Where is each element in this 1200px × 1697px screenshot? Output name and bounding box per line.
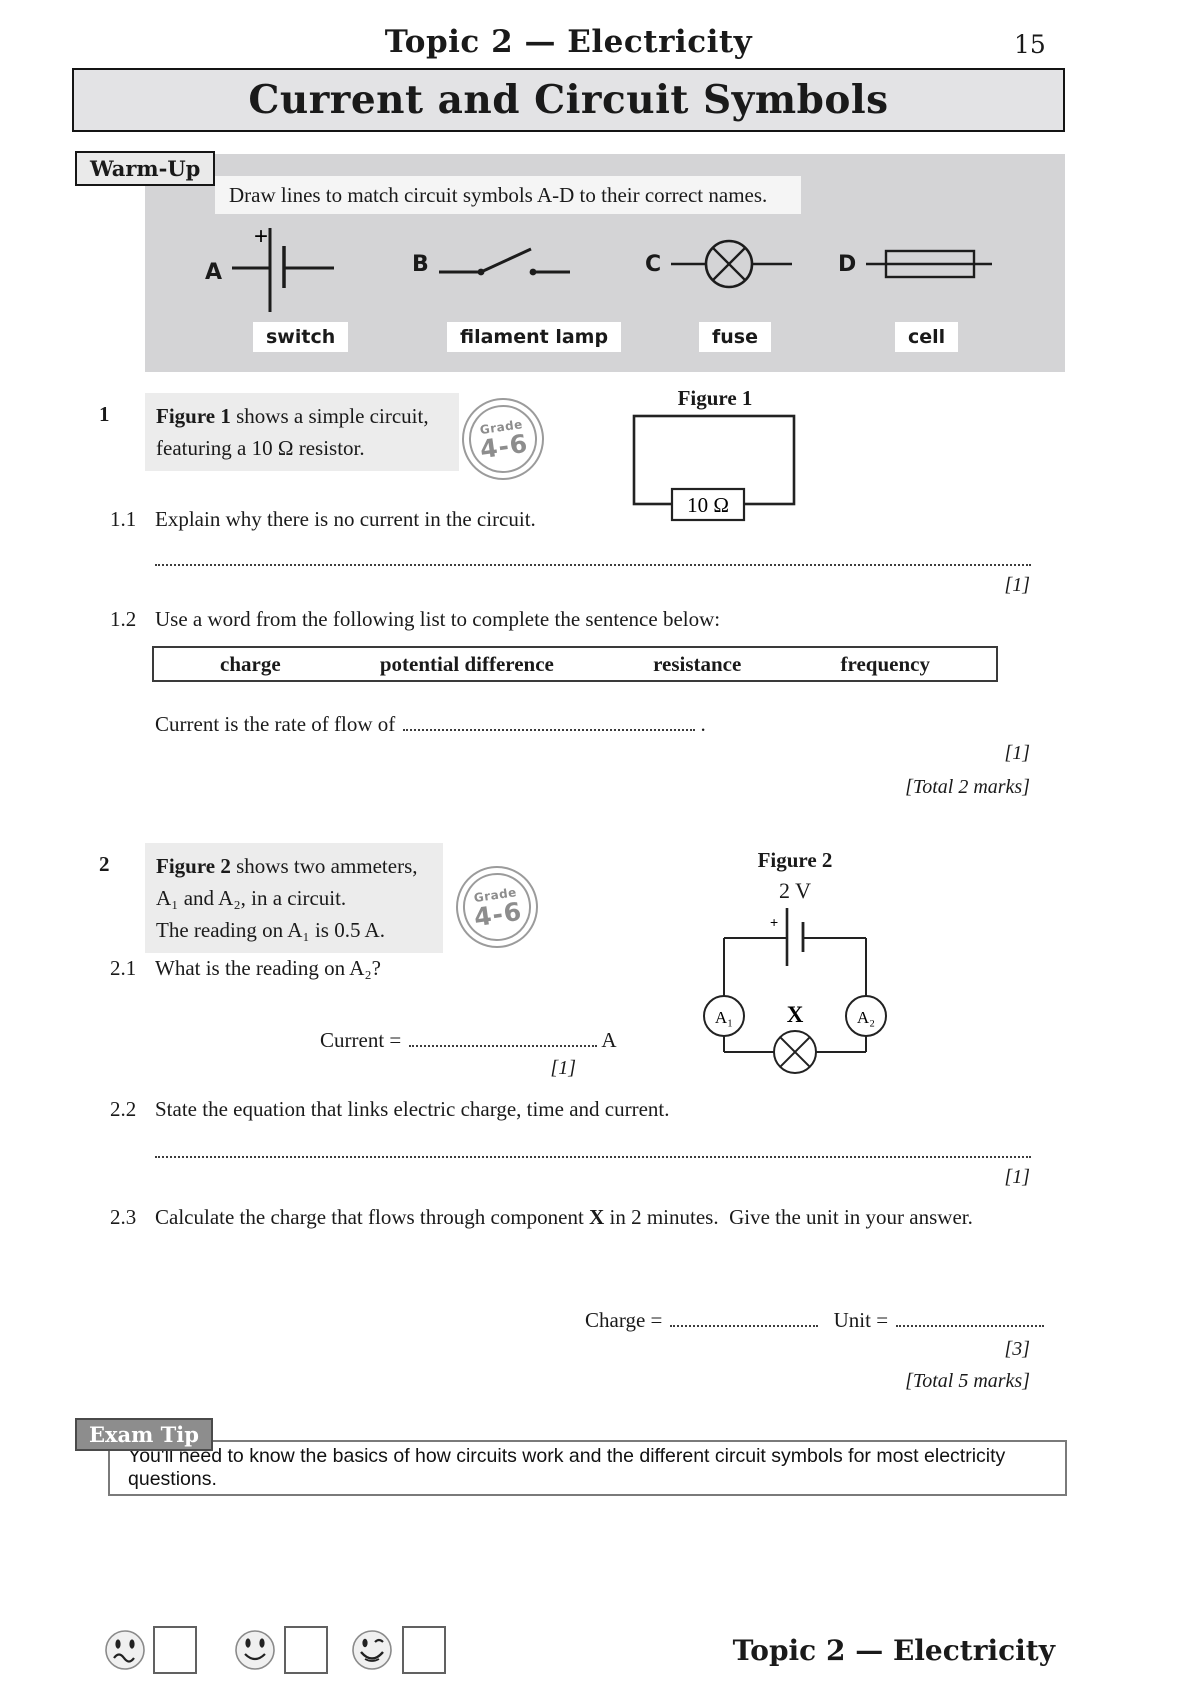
- q1-1-text: Explain why there is no current in the c…: [155, 507, 536, 531]
- grade-stamp-q2: Grade 4-6: [450, 860, 544, 954]
- circuit-symbol-b[interactable]: B: [412, 238, 572, 290]
- q1-1-row: 1.1 Explain why there is no current in t…: [110, 507, 536, 531]
- q2-2-text: State the equation that links electric c…: [155, 1097, 670, 1121]
- q1-1-answer-line[interactable]: [155, 546, 1031, 566]
- word-bank-potential-difference: potential difference: [379, 651, 554, 676]
- option-cell[interactable]: cell: [895, 322, 959, 352]
- svg-text:10 Ω: 10 Ω: [687, 493, 729, 517]
- figure2-voltage: 2 V: [779, 878, 811, 903]
- lamp-symbol-icon: [671, 239, 793, 289]
- page-number: 15: [1014, 30, 1046, 59]
- q1-2-row: 1.2 Use a word from the following list t…: [110, 607, 721, 631]
- warmup-label: Warm-Up: [75, 151, 216, 186]
- circuit-symbol-c[interactable]: C: [645, 236, 794, 292]
- q1-2-sentence: Current is the rate of flow of .: [155, 712, 706, 736]
- q2-3-marks: [3]: [1004, 1338, 1030, 1360]
- exam-tip-text: You'll need to know the basics of how ci…: [128, 1445, 1006, 1490]
- q2-intro: Figure 2 shows two ammeters, A₁ and A₂, …: [145, 843, 443, 953]
- switch-symbol-icon: [438, 247, 570, 276]
- happy-wink-face-icon: [352, 1630, 392, 1670]
- circuit-symbol-d[interactable]: D: [838, 240, 994, 288]
- q2-2-answer-line[interactable]: [155, 1138, 1031, 1158]
- exam-tip-box: You'll need to know the basics of how ci…: [108, 1440, 1067, 1496]
- rating-checkbox-unhappy[interactable]: [153, 1626, 197, 1674]
- word-bank-charge: charge: [220, 651, 281, 676]
- q2-1-answer-blank[interactable]: [409, 1029, 598, 1047]
- rating-checkbox-ok[interactable]: [284, 1626, 328, 1674]
- rating-checkbox-happy[interactable]: [402, 1626, 446, 1674]
- word-bank: charge potential difference resistance f…: [152, 646, 998, 682]
- symbol-letter-a: A: [205, 259, 223, 285]
- warmup-instruction: Draw lines to match circuit symbols A-D …: [215, 176, 801, 214]
- grade-stamp-q1: Grade 4-6: [456, 392, 550, 486]
- q2-1-text: What is the reading on A₂?: [155, 956, 382, 980]
- figure2-caption: Figure 2: [757, 848, 833, 872]
- svg-text:A₁: A₁: [715, 1008, 733, 1027]
- word-bank-resistance: resistance: [653, 651, 742, 676]
- symbol-letter-c: C: [645, 251, 662, 277]
- q2-figure-ref: Figure 2: [156, 854, 231, 878]
- q1-number: 1: [99, 402, 110, 426]
- q2-3-answer: Charge = Unit =: [585, 1308, 1045, 1333]
- page-header-topic: Topic 2 — Electricity: [384, 24, 753, 60]
- smiley-face-icon: [235, 1630, 275, 1670]
- q1-total-marks: [Total 2 marks]: [905, 776, 1030, 798]
- q2-3-text: Calculate the charge that flows through …: [155, 1205, 973, 1229]
- footer-topic: Topic 2 — Electricity: [732, 1634, 1055, 1667]
- symbol-letter-b: B: [412, 251, 429, 277]
- confused-face-icon: [105, 1630, 145, 1670]
- q1-2-marks: [1]: [1004, 742, 1030, 764]
- q2-2-row: 2.2 State the equation that links electr…: [110, 1097, 670, 1121]
- q2-1-answer: Current = A: [320, 1028, 617, 1052]
- svg-text:A₂: A₂: [857, 1008, 875, 1027]
- q2-1-marks: [1]: [550, 1057, 576, 1079]
- fuse-symbol-icon: [866, 249, 993, 279]
- q1-2-text: Use a word from the following list to co…: [155, 607, 721, 631]
- page-title: Current and Circuit Symbols: [72, 68, 1065, 132]
- q2-total-marks: [Total 5 marks]: [905, 1370, 1030, 1392]
- q1-2-answer-blank[interactable]: [403, 713, 696, 731]
- q1-1-marks: [1]: [1004, 574, 1030, 596]
- svg-text:+: +: [770, 914, 778, 930]
- figure2-circuit: + A₁ A₂ X: [703, 908, 887, 1074]
- exam-tip-label: Exam Tip: [75, 1418, 213, 1451]
- svg-text:+: +: [254, 223, 268, 250]
- q2-1-row: 2.1 What is the reading on A₂?: [110, 956, 382, 980]
- option-fuse[interactable]: fuse: [699, 322, 771, 352]
- circuit-symbol-a[interactable]: A +: [205, 222, 340, 322]
- cell-symbol-icon: +: [232, 223, 335, 312]
- q2-2-marks: [1]: [1004, 1166, 1030, 1188]
- q2-3-unit-blank[interactable]: [896, 1309, 1045, 1327]
- option-switch[interactable]: switch: [253, 322, 349, 352]
- symbol-letter-d: D: [838, 251, 857, 277]
- q2-number: 2: [99, 852, 110, 876]
- svg-text:X: X: [787, 1002, 804, 1027]
- q1-figure-ref: Figure 1: [156, 404, 231, 428]
- q2-3-charge-blank[interactable]: [670, 1309, 819, 1327]
- option-filament-lamp[interactable]: filament lamp: [447, 322, 622, 352]
- q2-3-row: 2.3 Calculate the charge that flows thro…: [110, 1205, 973, 1229]
- figure1-caption: Figure 1: [677, 386, 753, 410]
- q1-intro: Figure 1 shows a simple circuit, featuri…: [145, 393, 459, 471]
- word-bank-frequency: frequency: [840, 651, 930, 676]
- figure1-circuit: 10 Ω: [632, 414, 796, 522]
